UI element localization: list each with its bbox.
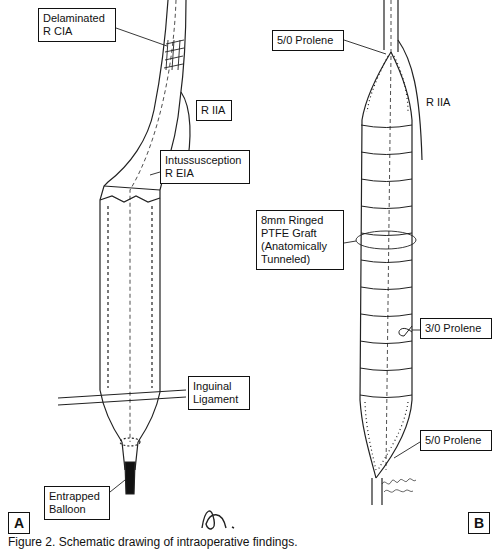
label-box: 5/0 Prolene xyxy=(420,430,492,451)
label-box: 3/0 Prolene xyxy=(420,318,492,339)
leader-line xyxy=(344,40,386,54)
handwriting xyxy=(382,479,416,492)
label-box: 8mm Ringed PTFE Graft (Anatomically Tunn… xyxy=(256,210,344,270)
vessel-label: R IIA xyxy=(426,96,450,109)
panel-letter-box: A xyxy=(8,512,30,534)
suture-loop xyxy=(399,326,412,336)
label-text: Intussusception R EIA xyxy=(165,154,245,180)
inguinal-ligament xyxy=(58,390,186,405)
leader-line xyxy=(110,480,125,492)
label-text: Delaminated R CIA xyxy=(43,12,111,38)
centerline xyxy=(130,0,176,442)
label-text: R IIA xyxy=(201,104,227,117)
label-text: 8mm Ringed PTFE Graft (Anatomically Tunn… xyxy=(261,214,339,266)
graft-b xyxy=(344,0,422,505)
hatching xyxy=(164,40,184,70)
centerline xyxy=(386,0,391,470)
panel-letter-box: B xyxy=(468,512,490,534)
graft-rings xyxy=(360,125,412,398)
leader-line xyxy=(394,442,420,458)
vessel-a xyxy=(58,0,190,494)
balloon-outline xyxy=(120,438,140,446)
label-box: 5/0 Prolene xyxy=(272,30,344,51)
handwriting xyxy=(202,511,234,529)
label-text: 5/0 Prolene xyxy=(277,34,339,47)
leader-line xyxy=(150,172,160,175)
label-box: Entrapped Balloon xyxy=(44,486,110,520)
leader-ellipse xyxy=(356,231,416,249)
leader-line xyxy=(344,241,356,243)
vessel-wall xyxy=(138,0,186,442)
label-text: A xyxy=(9,515,29,531)
leader-line xyxy=(116,28,167,46)
label-box: Delaminated R CIA xyxy=(38,8,116,42)
iia-branch xyxy=(398,40,422,160)
native-vessel xyxy=(372,0,398,505)
label-text: 5/0 Prolene xyxy=(425,434,487,447)
label-box: R IIA xyxy=(196,100,232,121)
label-box: Inguinal Ligament xyxy=(188,376,250,410)
figure-caption: Figure 2. Schematic drawing of intraoper… xyxy=(8,535,297,549)
label-box: Intussusception R EIA xyxy=(160,150,250,184)
label-text: Inguinal Ligament xyxy=(193,380,245,406)
vessel-wall xyxy=(100,0,168,442)
graft-wall xyxy=(376,52,412,478)
label-text: B xyxy=(469,515,489,531)
label-text: Entrapped Balloon xyxy=(49,490,105,516)
label-text: 3/0 Prolene xyxy=(425,322,487,335)
leader-line xyxy=(412,330,420,331)
entrapped-balloon xyxy=(125,462,135,494)
